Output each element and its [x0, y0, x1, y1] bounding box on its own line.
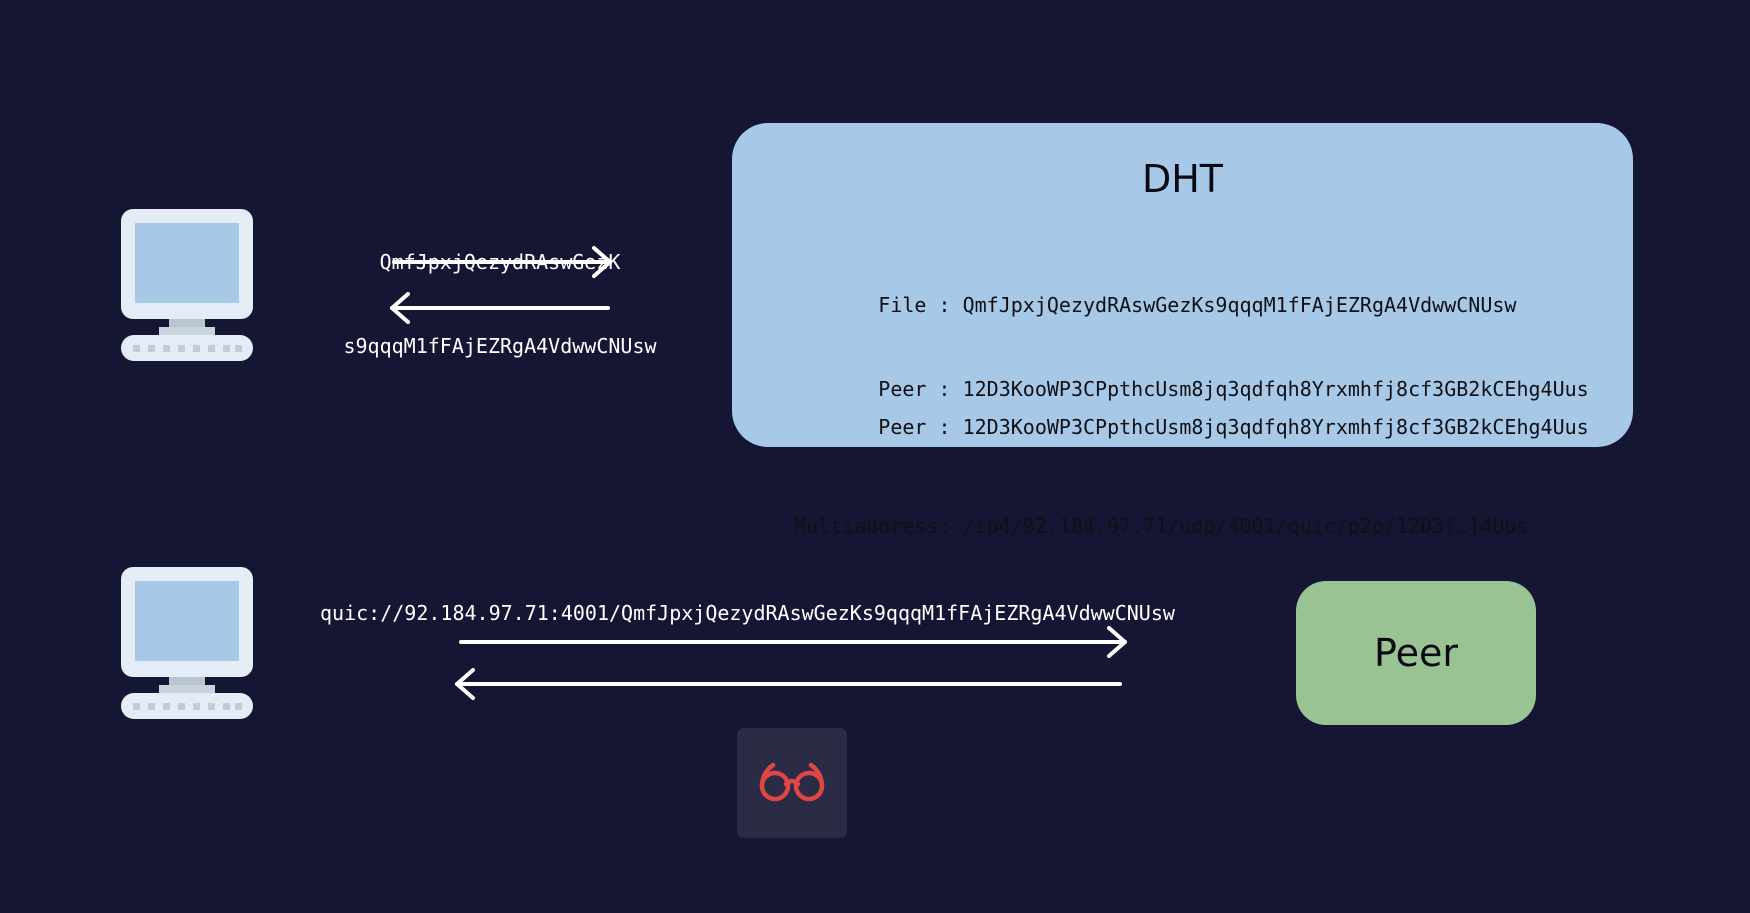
peer-box: Peer — [1296, 581, 1536, 725]
dht-record-peer-line: Peer : 12D3KooWP3CPpthcUsm8jq3qdfqh8Yrxm… — [794, 377, 1589, 401]
dht-box: DHT File : QmfJpxjQezydRAswGezKs9qqqM1fF… — [732, 123, 1633, 538]
transfer-response-arrow-left — [455, 668, 1122, 700]
computer-icon — [121, 209, 253, 361]
quic-url-label: quic://92.184.97.71:4001/QmfJpxjQezydRAs… — [320, 601, 1175, 625]
dht-lookup-arrows — [390, 246, 612, 324]
transfer-arrows — [455, 626, 1127, 700]
dht-record-peer-id-line: Peer : 12D3KooWP3CPpthcUsm8jq3qdfqh8Yrxm… — [794, 415, 1589, 439]
computer-icon — [121, 567, 253, 719]
peer-label: Peer — [1374, 631, 1458, 675]
observer-tile — [737, 728, 847, 838]
glasses-icon — [759, 762, 825, 802]
response-arrow-left — [390, 292, 610, 324]
dht-title: DHT — [1141, 157, 1224, 201]
request-arrow-right — [392, 246, 612, 278]
content-hash-line-2: s9qqqM1fFAjEZRgA4VdwwCNUsw — [343, 334, 657, 358]
transfer-request-arrow-right — [459, 626, 1127, 658]
dht-record-file-line: File : QmfJpxjQezydRAswGezKs9qqqM1fFAjEZ… — [794, 293, 1517, 317]
dht-record-file: File : QmfJpxjQezydRAswGezKs9qqqM1fFAjEZ… — [794, 235, 1589, 459]
dht-record-multiaddress-line: Multiaddress: /ip4/92.184.97.71/udp/4001… — [794, 514, 1529, 538]
dht-record-peer: Peer : 12D3KooWP3CPpthcUsm8jq3qdfqh8Yrxm… — [794, 345, 1589, 609]
